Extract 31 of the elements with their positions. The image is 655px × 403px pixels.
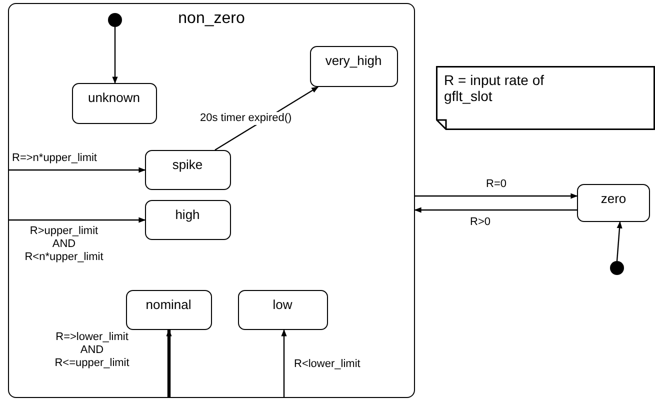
state-box	[144, 200, 230, 240]
transition-arrow	[8, 167, 146, 173]
transition-arrow	[415, 193, 578, 199]
edge-label: R<lower_limit	[294, 358, 360, 371]
state-name: nominal	[144, 296, 192, 312]
state-box	[144, 150, 230, 190]
state-box	[126, 290, 212, 330]
transition-arrow	[616, 221, 622, 262]
transition-arrow	[281, 329, 287, 398]
state-name: low	[272, 296, 294, 312]
note-box	[436, 66, 655, 130]
state-name: zero	[600, 191, 628, 206]
transition-arrow	[112, 27, 118, 84]
state-name: spike	[171, 156, 204, 172]
edge-label: 20s timer expired()	[200, 112, 292, 125]
initial-state-dot	[108, 12, 122, 26]
state-name: high	[174, 206, 201, 222]
state-name: non_zero	[177, 10, 246, 28]
transition-arrow	[8, 217, 146, 223]
transition-arrow	[166, 329, 172, 398]
state-name: unknown	[86, 90, 142, 104]
transition-arrow	[414, 207, 577, 213]
note-text: R = input rate of gflt_slot	[444, 72, 546, 104]
initial-state-dot	[610, 261, 624, 275]
composite-state	[8, 3, 415, 398]
state-name: very_high	[324, 52, 383, 68]
edge-label: R=>n*upper_limit	[12, 152, 97, 165]
state-box	[310, 46, 398, 86]
state-box	[577, 184, 650, 222]
state-box	[238, 290, 328, 330]
state-box	[72, 82, 156, 124]
